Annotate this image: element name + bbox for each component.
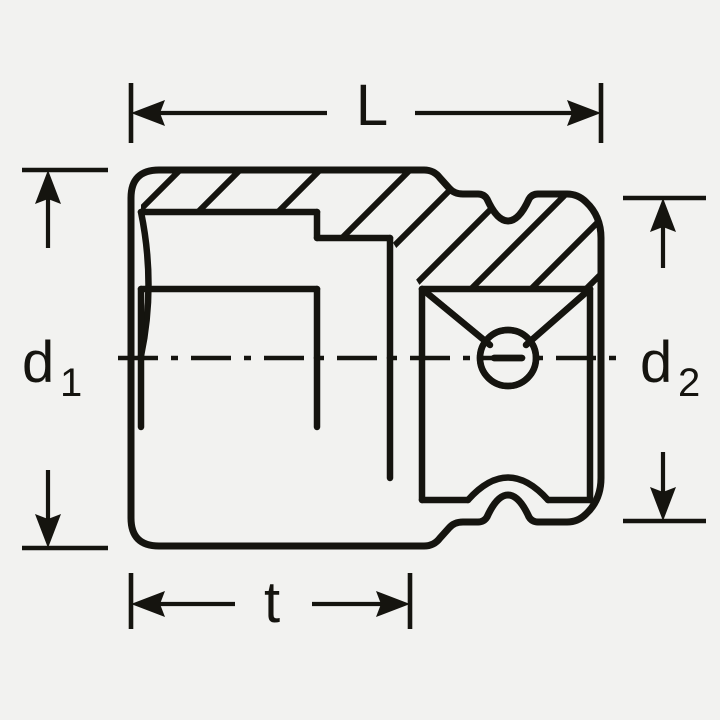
dimension-d2-arrow-top <box>650 198 676 232</box>
dimension-d1-arrow-top <box>35 170 61 204</box>
socket-internal-lines <box>137 208 594 504</box>
dimension-L-label: L <box>356 73 388 138</box>
socket-outer-profile <box>127 166 605 550</box>
dimension-t-label: t <box>264 570 280 635</box>
hatch-wedge-right <box>524 289 589 347</box>
dimension-L: L <box>128 73 604 143</box>
dimension-d1-subscript: 1 <box>60 361 82 405</box>
dimension-L-arrow-right <box>567 100 601 126</box>
dimension-d1-label: d <box>22 330 54 395</box>
hatch-wedge-left <box>423 289 492 347</box>
socket-body-outline <box>127 166 605 550</box>
dimension-d2-arrow-bottom <box>650 487 676 521</box>
dimension-d1: d 1 <box>22 167 108 551</box>
dimension-d2: d 2 <box>623 195 706 524</box>
dimension-t: t <box>128 570 413 635</box>
drive-chamber-bottom-arc <box>464 474 552 504</box>
dimension-t-arrow-left <box>131 591 165 617</box>
dimension-d2-subscript: 2 <box>678 361 700 405</box>
dimension-d2-label: d <box>640 330 672 395</box>
dimension-d1-arrow-bottom <box>35 514 61 548</box>
drive-hole-circle-overlay <box>476 326 540 390</box>
dimension-L-arrow-left <box>131 100 165 126</box>
hatch-drive-wedge <box>423 289 589 347</box>
dimension-t-arrow-right <box>376 591 410 617</box>
